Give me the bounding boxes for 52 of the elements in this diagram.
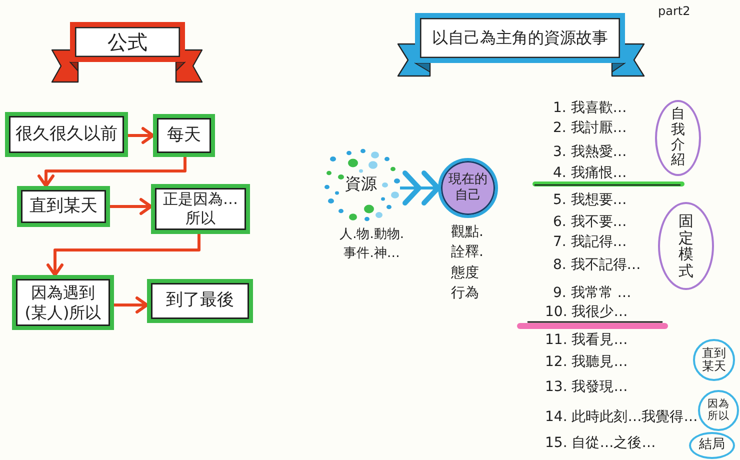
node-label: 直到某天 bbox=[700, 346, 727, 374]
caption-text: 人.物.動物.事件.神… bbox=[338, 226, 405, 263]
list-item: 9. 我常常 … bbox=[553, 284, 632, 302]
node-label: 自我介紹 bbox=[671, 107, 685, 169]
node-label: 到了最後 bbox=[166, 290, 234, 312]
arrow bbox=[114, 296, 148, 314]
node-label: 公式 bbox=[108, 30, 148, 54]
node-label: 現在的自己 bbox=[448, 172, 488, 204]
list-item: 4. 我痛恨… bbox=[553, 164, 627, 182]
node-label: 以自己為主角的資源故事 bbox=[432, 28, 608, 48]
chevron-arrow bbox=[400, 170, 438, 206]
node-label: 資源 bbox=[345, 174, 377, 194]
ribbon-banner bbox=[70, 22, 185, 62]
node-label: 直到某天 bbox=[30, 196, 98, 218]
process-box bbox=[12, 275, 114, 330]
oval-node bbox=[689, 432, 735, 459]
process-box bbox=[153, 114, 215, 157]
node-label: 每天 bbox=[167, 124, 201, 146]
ribbon-banner bbox=[415, 13, 625, 63]
node-label: 固定模式 bbox=[678, 213, 694, 279]
list-item: 12. 我聽見… bbox=[545, 353, 628, 371]
oval-node bbox=[658, 202, 714, 290]
list-item: 14. 此時此刻…我覺得… bbox=[545, 408, 698, 426]
process-box bbox=[5, 112, 128, 157]
list-item: 11. 我看見… bbox=[545, 331, 628, 349]
circle-node bbox=[693, 339, 735, 381]
arrow bbox=[38, 157, 186, 188]
list-item: 2. 我討厭… bbox=[553, 119, 627, 137]
arrow bbox=[110, 198, 152, 215]
list-item: 5. 我想要… bbox=[553, 191, 627, 209]
process-box bbox=[147, 279, 253, 323]
node-label: 因為所以 bbox=[706, 398, 730, 422]
process-box bbox=[151, 184, 250, 234]
list-item: 6. 我不要… bbox=[553, 213, 627, 231]
list-item: 3. 我熱愛… bbox=[553, 143, 627, 161]
list-item: 13. 我發現… bbox=[545, 378, 628, 396]
circle-node bbox=[698, 390, 739, 431]
node-label: 結局 bbox=[699, 437, 725, 454]
process-box bbox=[17, 186, 110, 227]
list-item: 10. 我很少… bbox=[545, 303, 628, 321]
page-label: part2 bbox=[658, 3, 690, 20]
node-label: 很久很久以前 bbox=[16, 124, 118, 146]
list-item: 1. 我喜歡… bbox=[553, 99, 627, 117]
caption-text: 觀點.詮釋.態度行為 bbox=[451, 223, 484, 303]
arrow bbox=[128, 127, 154, 144]
arrow bbox=[46, 234, 200, 276]
node-label: 正是因為…所以 bbox=[162, 190, 239, 228]
list-item: 15. 自從…之後… bbox=[545, 434, 656, 452]
oval-node bbox=[655, 100, 701, 176]
node-label: 因為遇到(某人)所以 bbox=[24, 282, 102, 322]
list-item: 7. 我記得… bbox=[553, 233, 627, 251]
list-item: 8. 我不記得… bbox=[553, 256, 641, 274]
